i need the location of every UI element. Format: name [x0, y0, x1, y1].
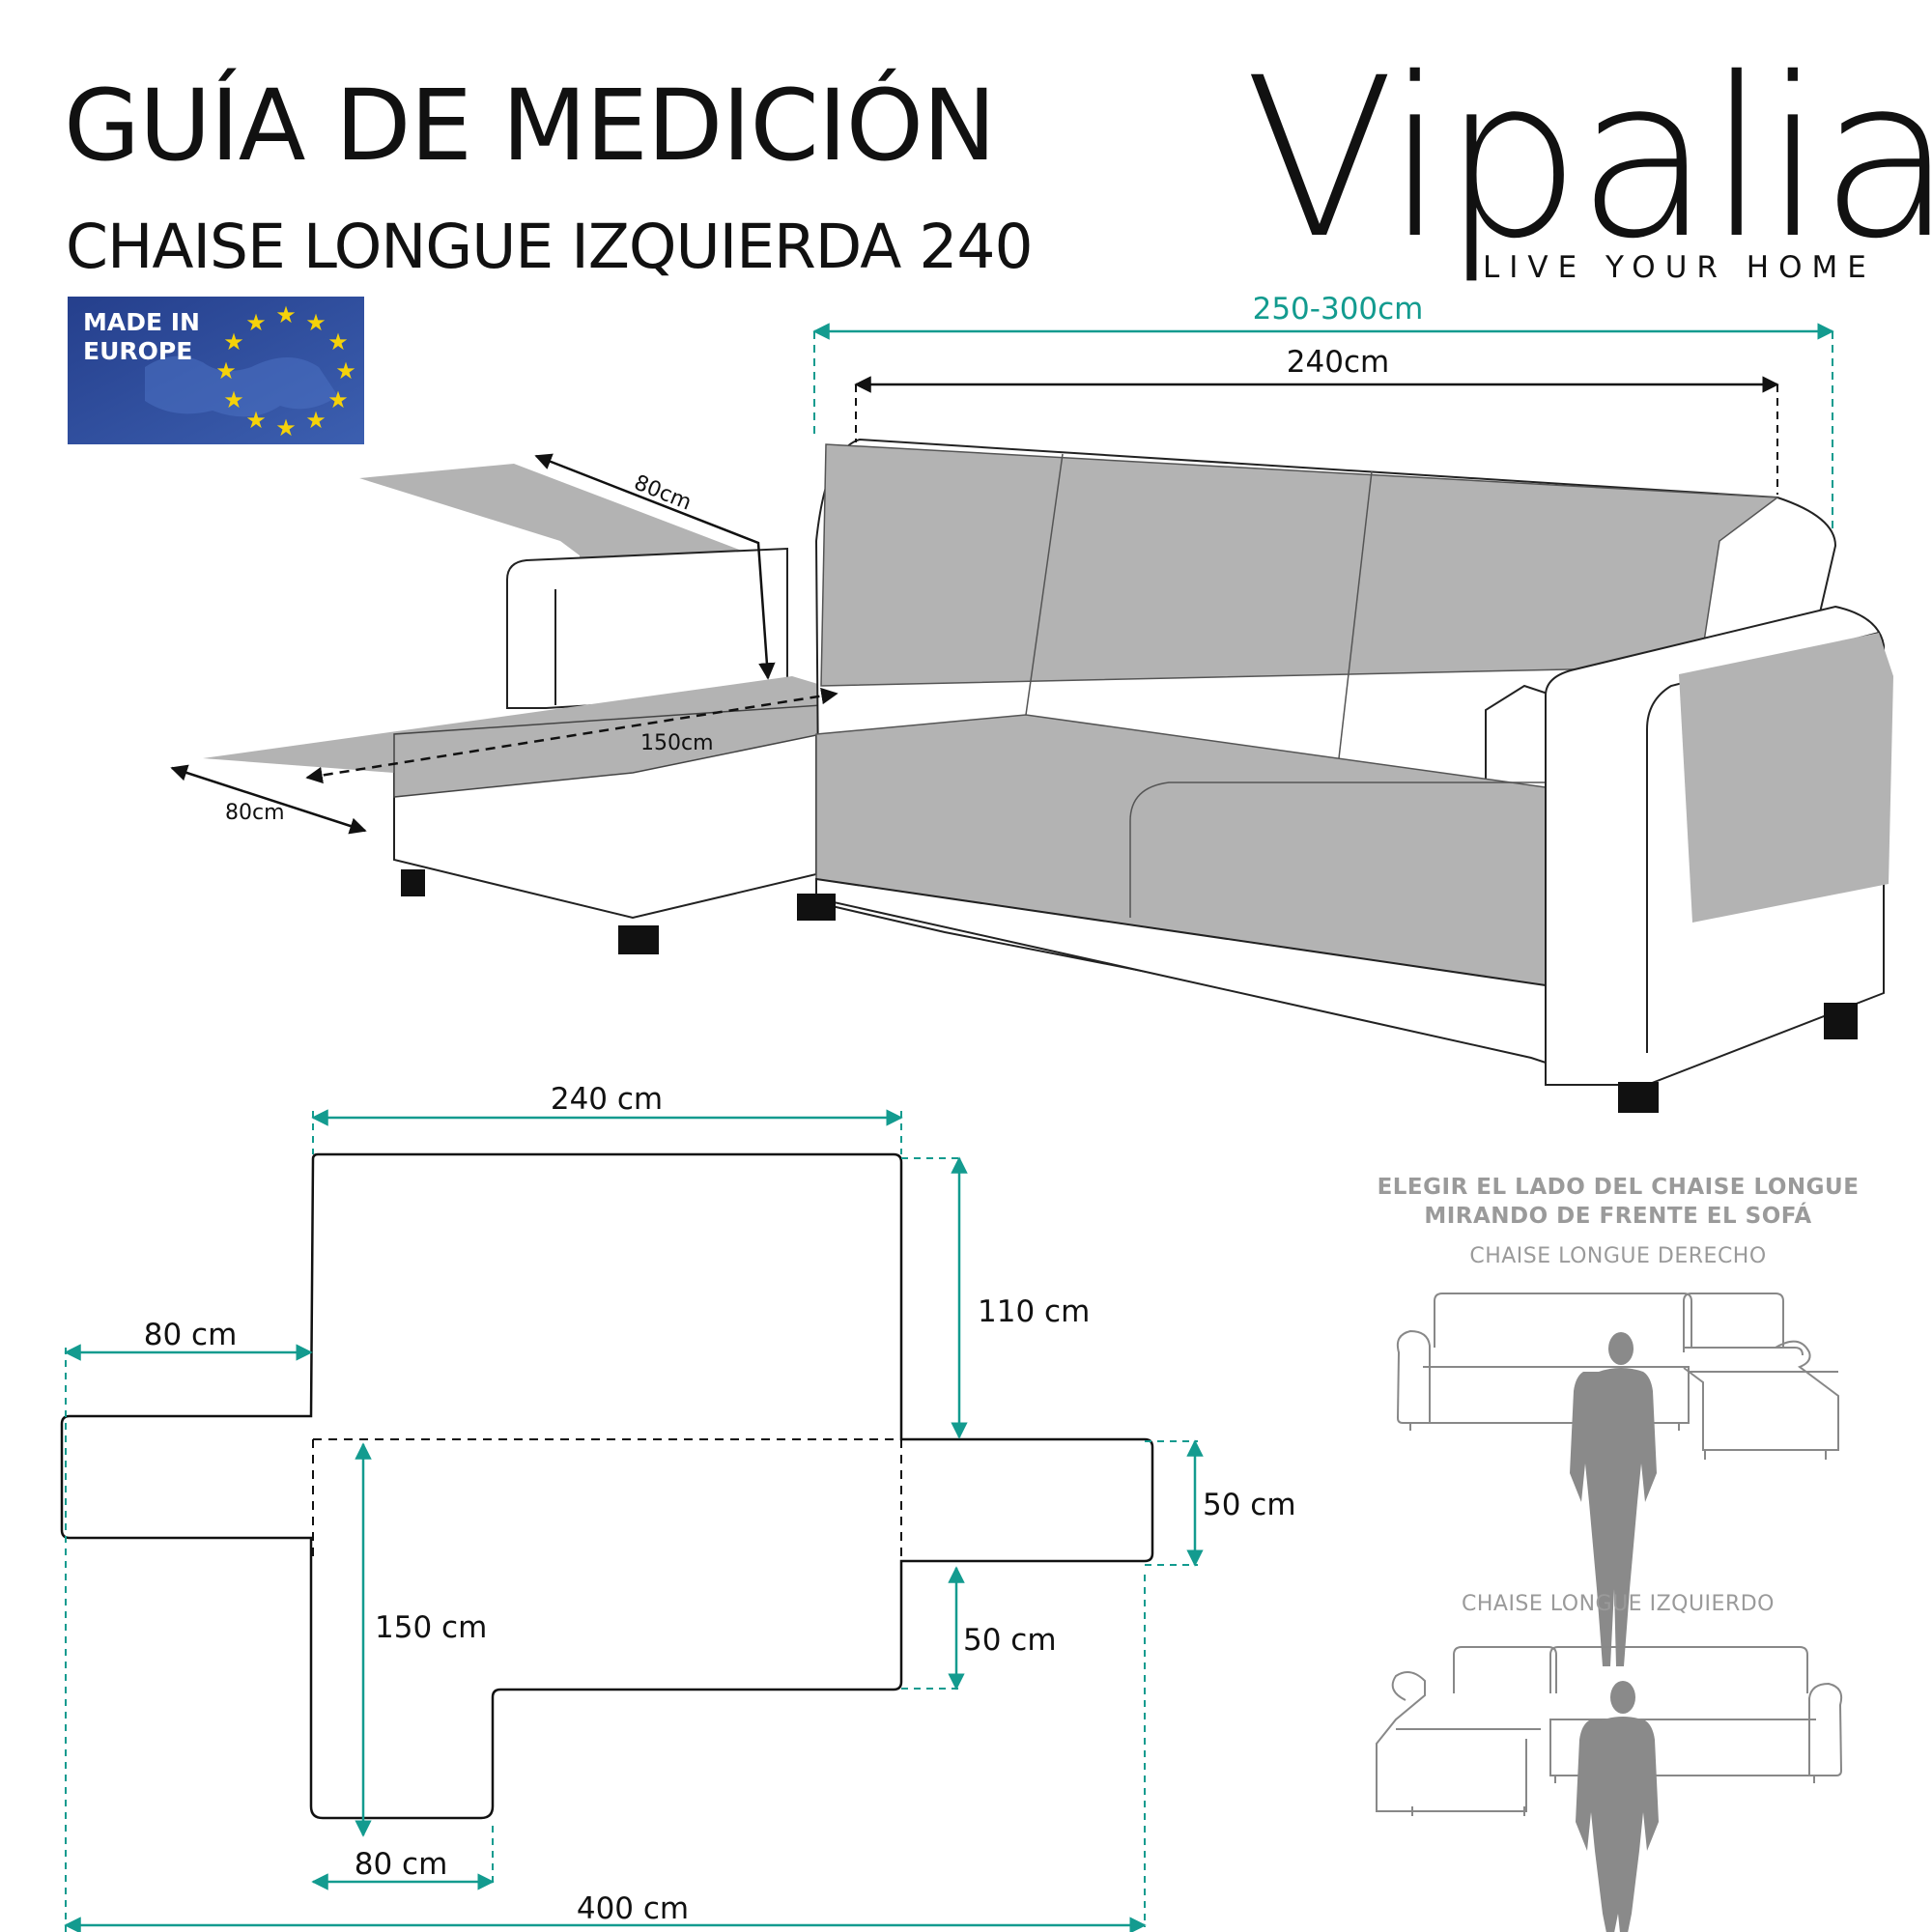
guide-option-left: CHAISE LONGUE IZQUIERDO [1462, 1592, 1775, 1616]
brand-tagline: LIVE YOUR HOME [1483, 250, 1876, 285]
svg-text:★: ★ [245, 309, 267, 336]
guide-option-right: CHAISE LONGUE DERECHO [1469, 1244, 1766, 1268]
dim-chaise-length: 150 cm [375, 1610, 487, 1645]
dim-arm-height: 50 cm [1203, 1488, 1296, 1522]
brand-logo: Vipalia [1244, 30, 1932, 287]
person-icon-front [1570, 1332, 1657, 1666]
badge-line1: MADE IN [83, 308, 200, 336]
sofa-dimension-lines: 250-300cm 240cm 80cm 150cm 80cm [170, 292, 1834, 835]
svg-text:★: ★ [305, 407, 327, 434]
svg-text:★: ★ [335, 357, 356, 384]
svg-text:★: ★ [305, 309, 327, 336]
eu-stars-icon: ★ ★ ★ ★ ★ ★ ★ ★ ★ ★ ★ ★ [215, 301, 356, 441]
europe-map-icon [145, 355, 338, 417]
dim-top-width: 240 cm [551, 1082, 663, 1117]
svg-text:★: ★ [223, 328, 244, 355]
dim-total-width: 400 cm [577, 1891, 689, 1926]
dim-chaise-width: 80 cm [355, 1847, 448, 1882]
flat-dimension-labels: 240 cm 80 cm 110 cm 50 cm 50 cm 150 cm 8… [144, 1082, 1296, 1926]
person-icon-back [1576, 1681, 1659, 1932]
flat-pattern [60, 1152, 1154, 1820]
svg-text:★: ★ [275, 414, 297, 441]
svg-text:★: ★ [215, 357, 237, 384]
right-chaise-sofa-icon [1396, 1293, 1839, 1460]
guide-heading-line2: MIRANDO DE FRENTE EL SOFÁ [1424, 1202, 1811, 1229]
left-chaise-sofa-icon [1376, 1646, 1843, 1816]
badge-line2: EUROPE [83, 337, 192, 365]
dim-total-range: 250-300cm [1253, 292, 1424, 327]
guide-heading-line1: ELEGIR EL LADO DEL CHAISE LONGUE [1378, 1175, 1860, 1200]
svg-text:★: ★ [275, 301, 297, 328]
dim-chaise-depth: 150cm [640, 731, 714, 755]
side-guide: ELEGIR EL LADO DEL CHAISE LONGUE MIRANDO… [1376, 1175, 1860, 1932]
dim-left-arm: 80 cm [144, 1318, 238, 1352]
svg-text:★: ★ [223, 386, 244, 413]
flat-dimension-lines [64, 1109, 1204, 1932]
dim-backrest-width: 240cm [1287, 345, 1389, 380]
made-in-europe-badge: MADE IN EUROPE ★ ★ ★ ★ ★ ★ ★ ★ ★ ★ ★ ★ [68, 297, 364, 444]
svg-text:★: ★ [327, 328, 349, 355]
dim-chaise-front: 80cm [225, 801, 285, 825]
svg-text:★: ★ [245, 407, 267, 434]
dim-chaise-back: 80cm [631, 470, 695, 515]
dim-back-height: 110 cm [978, 1294, 1090, 1329]
page-title: GUÍA DE MEDICIÓN [64, 69, 996, 184]
page-subtitle: CHAISE LONGUE IZQUIERDA 240 [66, 212, 1034, 282]
dim-seat-front: 50 cm [963, 1623, 1057, 1658]
svg-text:★: ★ [327, 386, 349, 413]
sofa-illustration [203, 438, 1893, 1113]
